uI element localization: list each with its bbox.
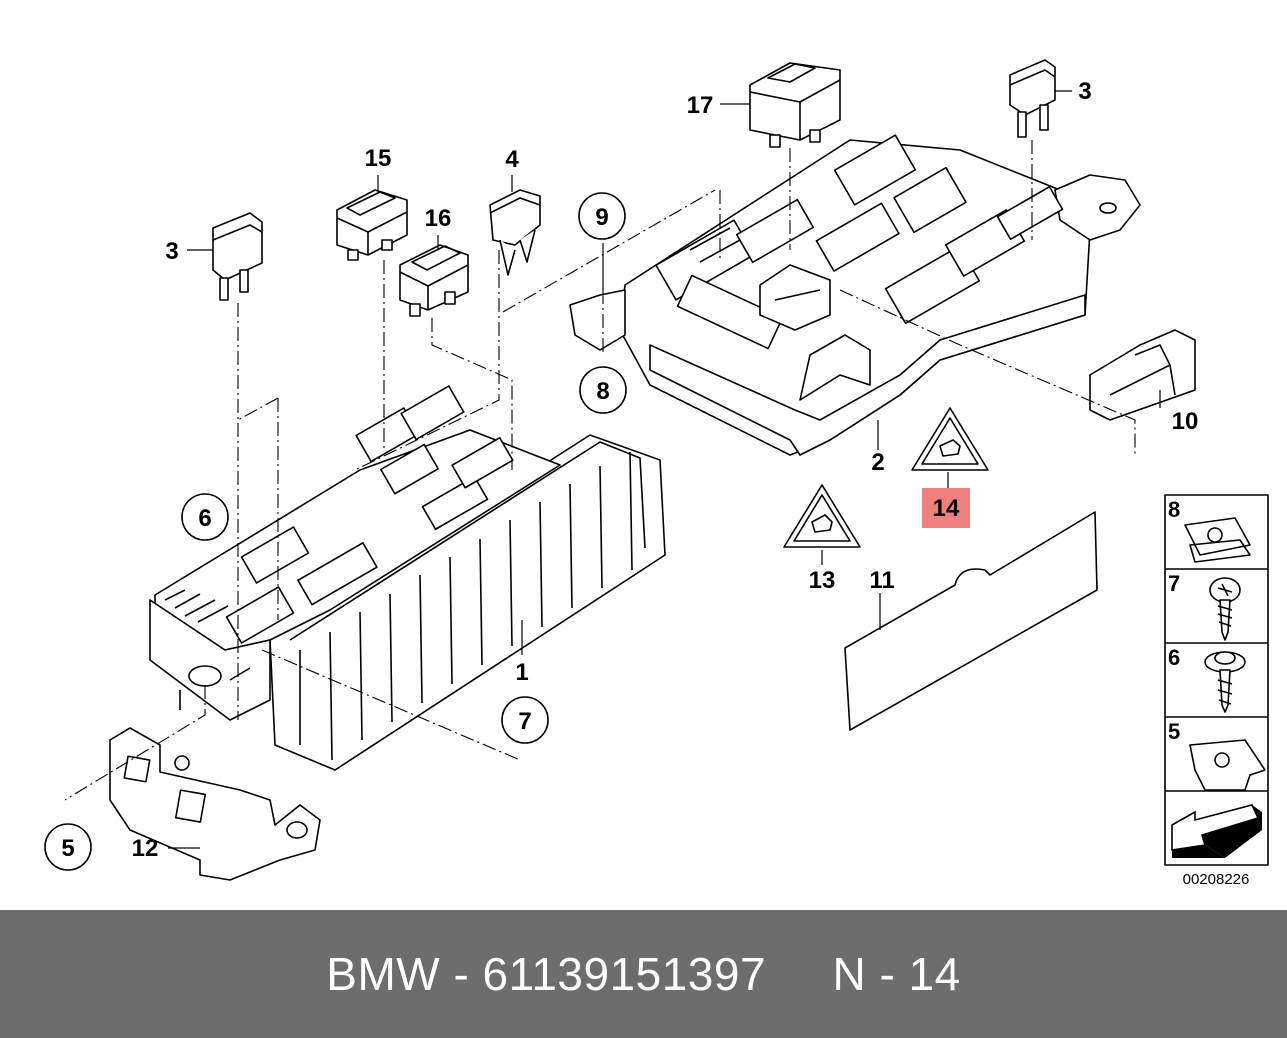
assembly-lines bbox=[64, 140, 1136, 801]
callout-5: 5 bbox=[61, 835, 74, 862]
fuse-part-3-left bbox=[212, 212, 263, 301]
callout-10: 10 bbox=[1172, 408, 1199, 435]
callout-15: 15 bbox=[365, 145, 392, 172]
part-number-caption: BMW - 61139151397 N - 14 bbox=[326, 948, 961, 1000]
leader-lines bbox=[168, 90, 1161, 849]
callout-12: 12 bbox=[132, 835, 159, 862]
arrow-icon bbox=[1171, 804, 1262, 858]
callout-3-right: 3 bbox=[1078, 78, 1091, 105]
callout-16: 16 bbox=[425, 205, 452, 232]
inset-label-7: 7 bbox=[1168, 571, 1180, 596]
spring-nut-icon bbox=[1189, 739, 1266, 791]
screw-icon bbox=[1209, 577, 1241, 641]
callout-11: 11 bbox=[869, 567, 894, 594]
inset-label-8: 8 bbox=[1168, 497, 1180, 522]
callout-13: 13 bbox=[809, 567, 836, 594]
fuse-carrier-part-2 bbox=[569, 134, 1141, 456]
callout-9: 9 bbox=[595, 204, 608, 231]
callout-7: 7 bbox=[518, 708, 531, 735]
callout-labels: 1 2 3 3 4 5 6 7 8 9 10 11 12 13 14 15 16… bbox=[61, 78, 1198, 862]
inset-label-6: 6 bbox=[1168, 645, 1180, 670]
callout-17: 17 bbox=[687, 92, 714, 119]
circled-callouts bbox=[44, 192, 627, 871]
callout-6: 6 bbox=[198, 505, 211, 532]
fuse-part-3-right bbox=[1009, 59, 1056, 138]
footer-bar: BMW - 61139151397 N - 14 bbox=[0, 910, 1287, 1038]
highlight-box-14 bbox=[922, 488, 970, 528]
fuse-part-4 bbox=[489, 189, 541, 276]
callout-3-left: 3 bbox=[165, 238, 178, 265]
callout-4: 4 bbox=[505, 146, 519, 173]
bracket-part-12 bbox=[109, 727, 321, 881]
small-parts-inset: 8 7 6 5 bbox=[1164, 494, 1269, 888]
clip-nut-icon bbox=[1184, 517, 1251, 563]
warning-sticker-part-14 bbox=[911, 407, 989, 471]
callout-2: 2 bbox=[871, 449, 884, 476]
callout-1: 1 bbox=[515, 659, 528, 686]
relay-part-16 bbox=[399, 244, 469, 317]
parts-diagram: 1 2 3 3 4 5 6 7 8 9 10 11 12 13 14 15 16… bbox=[44, 59, 1269, 888]
callout-8: 8 bbox=[596, 378, 609, 405]
callout-14: 14 bbox=[933, 495, 960, 522]
collar-screw-icon bbox=[1204, 651, 1246, 713]
inset-label-5: 5 bbox=[1168, 719, 1180, 744]
drawing-number: 00208226 bbox=[1183, 871, 1250, 888]
fuse-box-housing-part-1 bbox=[149, 385, 666, 771]
clip-part-10 bbox=[1089, 329, 1196, 421]
relay-part-15 bbox=[336, 189, 408, 261]
warning-sticker-part-13 bbox=[783, 484, 861, 548]
label-sheet-part-11 bbox=[844, 511, 1098, 731]
relay-part-17 bbox=[749, 62, 841, 148]
